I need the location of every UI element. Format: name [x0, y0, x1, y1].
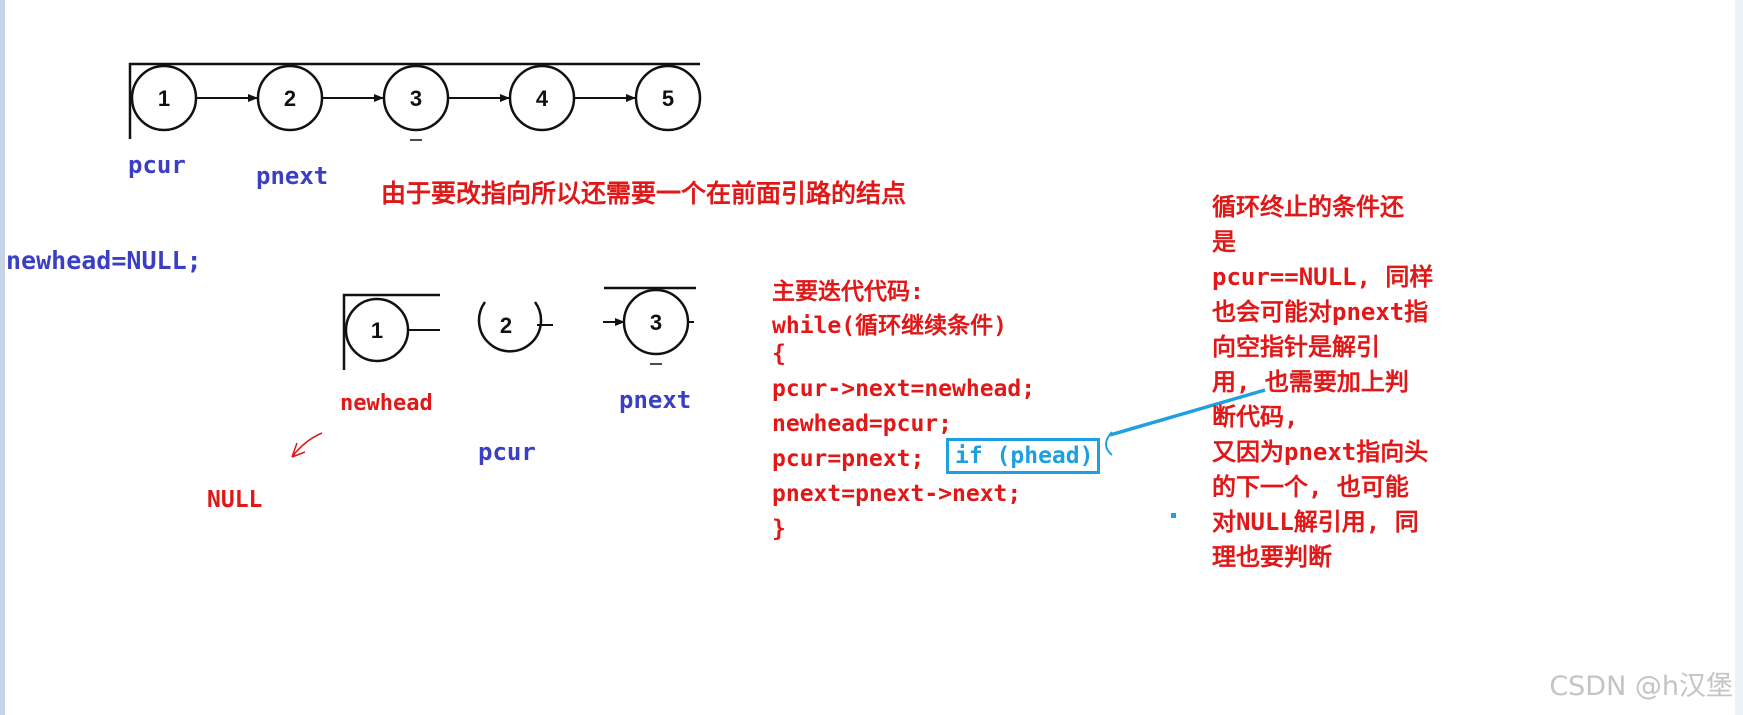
bottom-node-label: 1 [371, 318, 383, 343]
bottom-node-1: 1 [344, 297, 410, 363]
top-node-label: 1 [158, 86, 170, 111]
note-line: 对NULL解引用, 同 [1212, 508, 1419, 536]
note-line: 断代码, [1212, 403, 1299, 431]
red-note-text: 由于要改指向所以还需要一个在前面引路的结点 [381, 179, 907, 208]
cyan-dot-mark [1171, 513, 1176, 518]
code-line-open-brace: { [772, 341, 786, 367]
watermark: CSDN @h汉堡 [1549, 671, 1733, 702]
top-node-5: 5 [634, 64, 702, 132]
null-label: NULL [207, 487, 263, 513]
right-edge-strip [1735, 0, 1743, 715]
bottom-node-label: 2 [500, 313, 512, 338]
note-line: 又因为pnext指向头 [1212, 438, 1429, 466]
red-pointer-arrow [291, 432, 323, 458]
note-line: 是 [1212, 228, 1236, 256]
note-line: 的下一个, 也可能 [1212, 473, 1409, 501]
pcur-bottom-label: pcur [478, 438, 536, 466]
newhead-init-label: newhead=NULL; [6, 246, 202, 275]
code-line-newhead: newhead=pcur; [772, 411, 953, 437]
code-line-link: pcur->next=newhead; [772, 376, 1036, 402]
top-node-label: 5 [662, 86, 674, 111]
code-line-pnext: pnext=pnext->next; [772, 481, 1022, 507]
note-connector-line [1109, 388, 1266, 437]
top-node-3: 3 [382, 64, 450, 132]
code-line-while: while(循环继续条件) [772, 313, 1007, 339]
bottom-node-3: 3 [622, 288, 690, 356]
note-line: 也会可能对pnext指 [1212, 298, 1429, 326]
pnext-top-label: pnext [256, 162, 329, 190]
pcur-top-label: pcur [128, 151, 186, 179]
bottom-node-2: 2 [477, 301, 543, 353]
note-line: 用, 也需要加上判 [1212, 368, 1409, 396]
bracket-hook [1105, 431, 1113, 456]
pnext-bottom-label: pnext [619, 386, 692, 414]
left-edge-strip [0, 0, 5, 715]
bottom-node-label: 3 [650, 310, 662, 335]
top-node-4: 4 [508, 64, 576, 132]
top-node-label: 2 [284, 86, 296, 111]
if-condition-box: if (phead) [946, 438, 1100, 474]
top-node-2: 2 [256, 64, 324, 132]
code-line-close-brace: } [772, 516, 786, 542]
top-list-nodes: 1 2 3 4 5 [130, 64, 702, 132]
note-line: pcur==NULL, 同样 [1212, 263, 1434, 291]
note-line: 向空指针是解引 [1212, 333, 1380, 361]
top-list-frame [128, 62, 700, 139]
newhead-label: newhead [340, 391, 433, 416]
code-title: 主要迭代代码: [772, 279, 924, 305]
note-line: 循环终止的条件还 [1212, 193, 1404, 221]
code-line-pcur: pcur=pnext; [772, 446, 925, 472]
note-line: 理也要判断 [1212, 543, 1332, 571]
top-node-1: 1 [130, 64, 198, 132]
bottom-node-1-frame [342, 293, 440, 370]
top-node-label: 4 [536, 86, 549, 111]
top-node-label: 3 [410, 86, 422, 111]
